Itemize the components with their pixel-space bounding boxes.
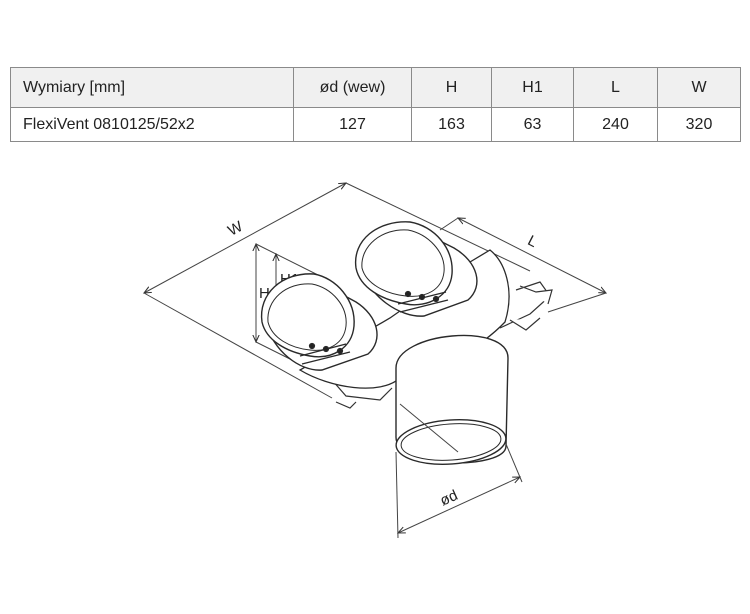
dimension-diameter — [395, 403, 523, 539]
cell-product-name: FlexiVent 0810125/52x2 — [10, 107, 294, 142]
cell-h1: 63 — [491, 107, 574, 142]
header-dimensions: Wymiary [mm] — [10, 67, 294, 108]
dimensions-table: Wymiary [mm] ød (wew) H H1 L W FlexiVent… — [10, 67, 741, 142]
table-row: FlexiVent 0810125/52x2 127 163 63 240 32… — [10, 107, 741, 142]
header-h1: H1 — [491, 67, 574, 108]
mounting-plate — [331, 281, 553, 409]
label-diameter: ød — [437, 487, 460, 510]
cell-h: 163 — [411, 107, 492, 142]
oval-outlet-right — [354, 221, 478, 317]
header-l: L — [573, 67, 658, 108]
cell-w: 320 — [657, 107, 741, 142]
dimension-l — [439, 218, 606, 313]
oval-outlet-left — [260, 273, 378, 371]
table-header-row: Wymiary [mm] ød (wew) H H1 L W — [10, 67, 741, 108]
cell-diameter: 127 — [293, 107, 412, 142]
header-w: W — [657, 67, 741, 108]
label-l: L — [525, 232, 540, 251]
cell-l: 240 — [573, 107, 658, 142]
round-spigot — [395, 334, 509, 465]
label-h: H — [259, 285, 270, 302]
label-w: W — [225, 218, 246, 240]
